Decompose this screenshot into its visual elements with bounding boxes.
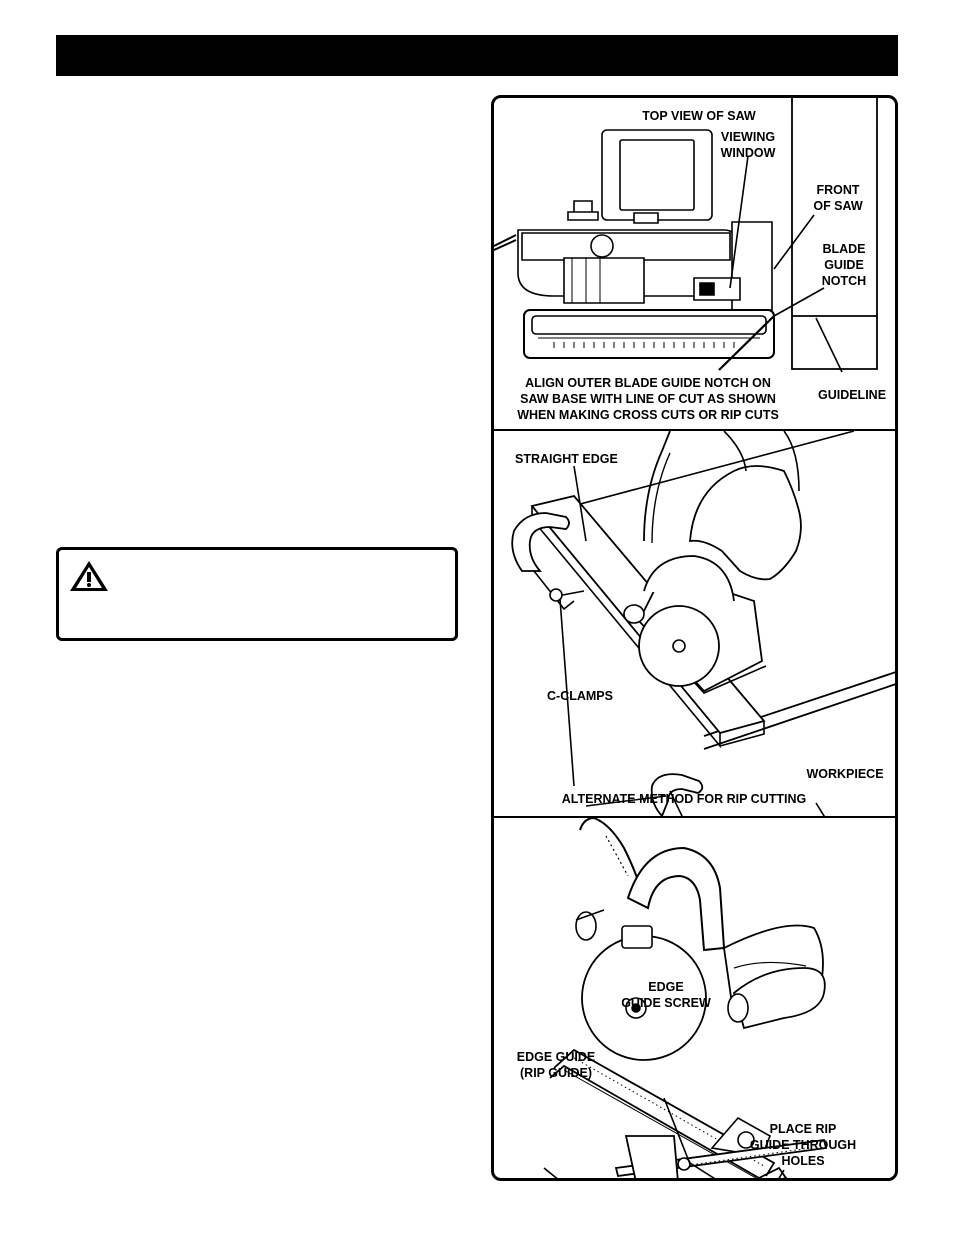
edge-guide-illustration xyxy=(494,818,898,1178)
warning-triangle-icon xyxy=(70,561,108,591)
figure-divider-2 xyxy=(494,816,895,818)
rip-cutting-illustration xyxy=(494,431,898,816)
top-view-title: TOP VIEW OF SAW xyxy=(642,109,756,123)
rip-cutting-caption: ALTERNATE METHOD FOR RIP CUTTING xyxy=(561,792,807,806)
workpiece-label: WORKPIECE xyxy=(806,767,884,781)
top-view-caption: ALIGN OUTER BLADE GUIDE NOTCH ON SAW BAS… xyxy=(517,376,779,422)
viewing-window-label: VIEWING WINDOW xyxy=(720,130,776,160)
edge-guide-screw-label: EDGE GUIDE SCREW xyxy=(621,980,711,1010)
c-clamps-label: C-CLAMPS xyxy=(547,689,613,703)
figure-divider-1 xyxy=(494,429,895,431)
edge-guide-label: EDGE GUIDE (RIP GUIDE) xyxy=(516,1050,596,1080)
figure-panel: TOP VIEW OF SAW VIEWING WINDOW FRONT OF … xyxy=(491,95,898,1181)
header-bar xyxy=(56,35,898,76)
guideline-label: GUIDELINE xyxy=(817,388,887,402)
front-of-saw-label: FRONT OF SAW xyxy=(813,183,863,213)
straight-edge-label: STRAIGHT EDGE xyxy=(515,452,618,466)
place-rip-guide-label: PLACE RIP GUIDE THROUGH HOLES xyxy=(749,1122,857,1168)
blade-guide-notch-label: BLADE GUIDE NOTCH xyxy=(821,242,867,288)
top-view-saw-illustration xyxy=(494,98,898,431)
warning-box xyxy=(56,547,458,641)
